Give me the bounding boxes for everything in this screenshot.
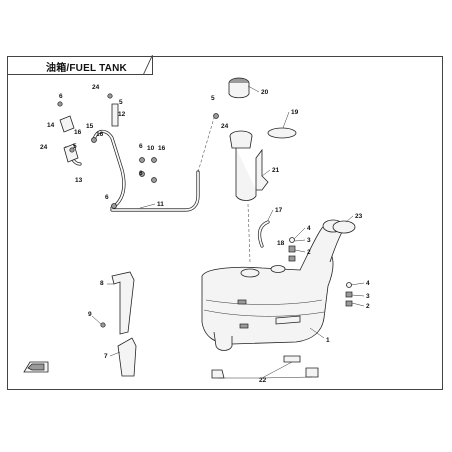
callout-19: 19 xyxy=(291,109,299,116)
callout-13: 13 xyxy=(75,177,83,184)
callout-6: 6 xyxy=(105,194,109,201)
callout-2: 2 xyxy=(307,249,311,256)
fuel-tank xyxy=(201,219,344,351)
callout-20: 20 xyxy=(261,89,269,96)
callout-22: 22 xyxy=(259,377,267,384)
callout-18: 18 xyxy=(277,240,285,247)
callout-6: 6 xyxy=(59,93,63,100)
callout-3: 3 xyxy=(307,237,311,244)
callout-14: 14 xyxy=(47,122,55,129)
callout-7: 7 xyxy=(104,353,108,360)
callout-23: 23 xyxy=(355,213,363,220)
callout-labels: 1 2 2 3 3 4 4 5 5 5 6 6 6 6 7 8 9 10 11 … xyxy=(40,84,370,384)
callout-9: 9 xyxy=(88,311,92,318)
callout-1: 1 xyxy=(326,337,330,344)
callout-16: 16 xyxy=(96,131,104,138)
fuel-hoses xyxy=(57,93,219,212)
title-tab xyxy=(7,56,153,75)
callout-10: 10 xyxy=(147,145,155,152)
callout-leaders xyxy=(91,85,365,357)
mounting-pads xyxy=(211,355,319,379)
callout-6: 6 xyxy=(139,143,143,150)
diagram-frame xyxy=(7,56,443,390)
callout-4: 4 xyxy=(307,225,311,232)
callout-16: 16 xyxy=(158,145,166,152)
callout-16: 16 xyxy=(74,129,82,136)
callout-21: 21 xyxy=(272,167,280,174)
callout-2: 2 xyxy=(366,303,370,310)
sender-hardware xyxy=(257,220,353,307)
callout-6: 6 xyxy=(139,170,143,177)
callout-4: 4 xyxy=(366,280,370,287)
diagram-title: 油箱/FUEL TANK xyxy=(46,63,127,74)
callout-5: 5 xyxy=(119,99,123,106)
callout-24: 24 xyxy=(92,84,100,91)
callout-17: 17 xyxy=(275,207,283,214)
filler-assembly xyxy=(228,77,356,263)
callout-24: 24 xyxy=(221,123,229,130)
callout-12: 12 xyxy=(118,111,126,118)
callout-15: 15 xyxy=(86,123,94,130)
front-arrow-icon xyxy=(23,361,49,373)
callout-5: 5 xyxy=(211,95,215,102)
callout-3: 3 xyxy=(366,293,370,300)
callout-8: 8 xyxy=(100,280,104,287)
tank-straps xyxy=(100,271,137,377)
callout-5: 5 xyxy=(73,143,77,150)
callout-11: 11 xyxy=(157,201,164,208)
callout-24: 24 xyxy=(40,144,48,151)
